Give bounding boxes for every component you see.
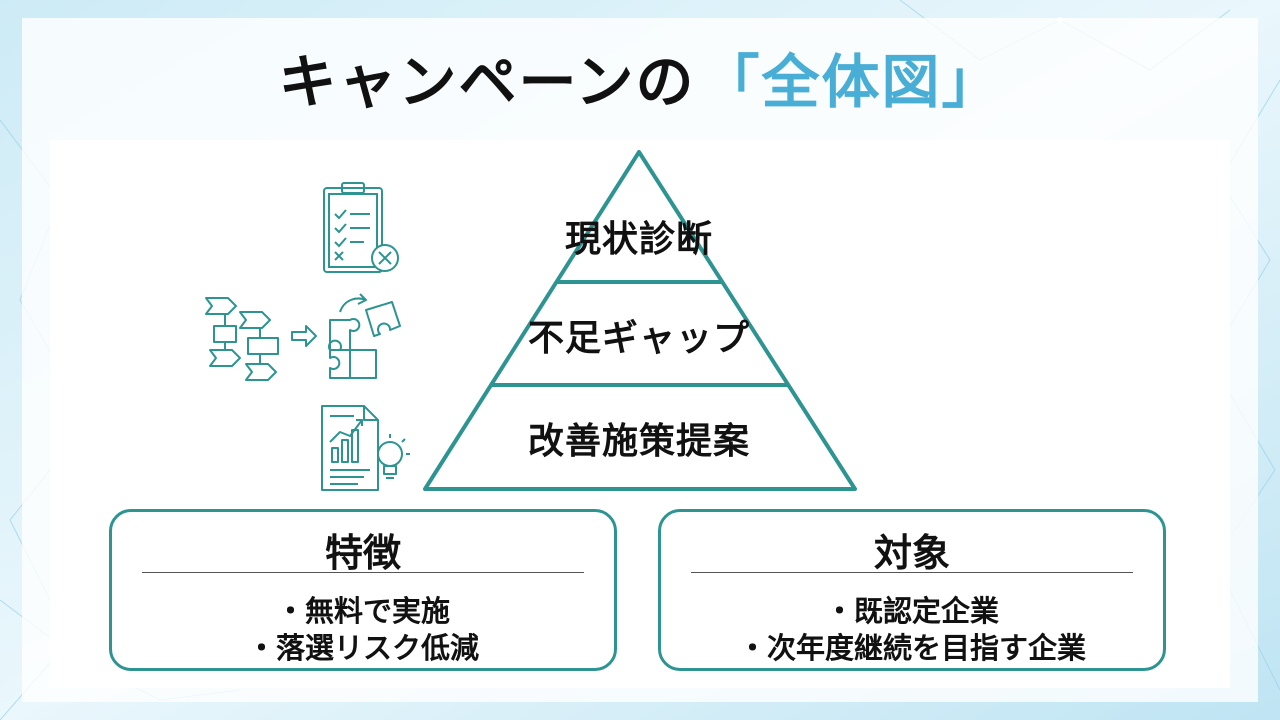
features-divider [142,572,584,573]
pyramid-level-3: 改善施策提案 [527,421,751,462]
pyramid-level-2: 不足ギャップ [527,318,751,359]
features-item-1: ・無料で実施 [275,594,450,628]
targets-title: 対象 [873,531,950,575]
process-puzzle-icon [205,293,401,381]
report-lightbulb-icon [321,405,410,491]
features-title: 特徴 [324,531,401,575]
features-item-2: ・落選リスク低減 [246,631,479,665]
slide-title: キャンペーンの 「全体図」 [0,32,1280,122]
targets-item-2: ・次年度継続を目指す企業 [737,631,1086,665]
targets-item-1: ・既認定企業 [824,594,999,628]
features-box: 特徴 ・無料で実施 ・落選リスク低減 [109,509,617,671]
targets-divider [691,572,1133,573]
title-accent: 「全体図」 [701,48,1002,116]
title-main: キャンペーンの [278,48,696,116]
clipboard-checklist-icon [323,182,399,273]
targets-box: 対象 ・既認定企業 ・次年度継続を目指す企業 [658,509,1166,671]
pyramid-level-1: 現状診断 [564,219,714,260]
